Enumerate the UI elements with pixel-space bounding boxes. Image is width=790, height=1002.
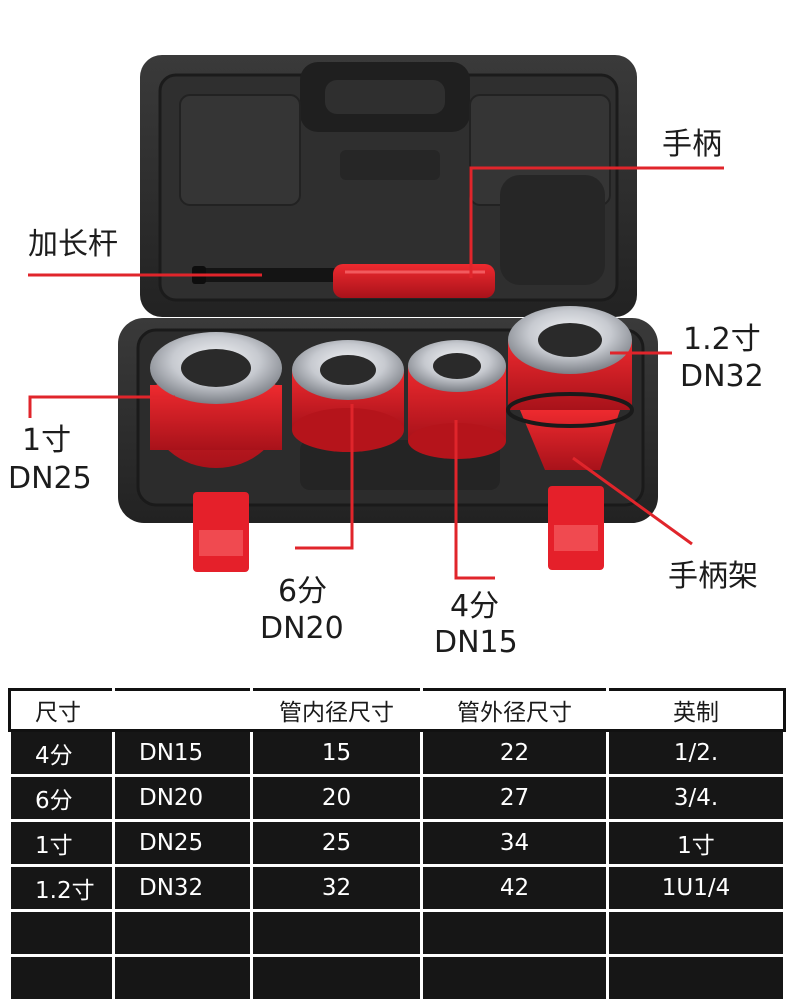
table-row: 1.2寸 DN32 32 42 1U1/4	[8, 864, 786, 912]
callout-dn20: DN20	[260, 611, 344, 646]
spec-table: 尺寸 管内径尺寸 管外径尺寸 英制 4分 DN15 15 22 1/2. 6分 …	[8, 688, 786, 1002]
cell-inner: 32	[250, 864, 423, 912]
cell-outer: 34	[420, 819, 609, 867]
table-header-row: 尺寸 管内径尺寸 管外径尺寸 英制	[8, 688, 786, 732]
header-imperial: 英制	[606, 688, 786, 732]
cell-imperial: 3/4.	[606, 774, 786, 822]
cell-outer	[420, 909, 609, 957]
table-row: 6分 DN20 20 27 3/4.	[8, 774, 786, 822]
cell-dn	[112, 954, 253, 1002]
cell-outer: 42	[420, 864, 609, 912]
cell-dn: DN15	[112, 729, 253, 777]
case-lid	[140, 55, 637, 317]
leader-lines	[28, 166, 724, 580]
cell-size: 1寸	[8, 819, 115, 867]
latch-right	[548, 486, 604, 570]
cell-outer: 27	[420, 774, 609, 822]
table-row	[8, 909, 786, 957]
cell-dn	[112, 909, 253, 957]
cell-inner	[250, 954, 423, 1002]
cell-dn: DN20	[112, 774, 253, 822]
handle-grip	[333, 264, 495, 298]
header-outer-diameter: 管外径尺寸	[420, 688, 609, 732]
cell-size	[8, 909, 115, 957]
callout-handle-rack: 手柄架	[668, 559, 758, 594]
callout-size-1-2cun: 1.2寸	[683, 322, 761, 357]
cell-size	[8, 954, 115, 1002]
cell-inner: 25	[250, 819, 423, 867]
cell-outer: 22	[420, 729, 609, 777]
callout-dn25: DN25	[8, 461, 92, 496]
header-inner-diameter: 管内径尺寸	[250, 688, 423, 732]
die-dn20	[292, 340, 404, 452]
cell-inner	[250, 909, 423, 957]
callout-dn32: DN32	[680, 359, 764, 394]
callout-size-1cun: 1寸	[22, 423, 72, 458]
cell-outer	[420, 954, 609, 1002]
cell-imperial	[606, 909, 786, 957]
callout-extension-rod: 加长杆	[28, 227, 118, 262]
cell-inner: 15	[250, 729, 423, 777]
cell-imperial: 1U1/4	[606, 864, 786, 912]
cell-inner: 20	[250, 774, 423, 822]
header-size: 尺寸	[8, 688, 115, 732]
product-photo	[28, 55, 724, 580]
cell-imperial: 1/2.	[606, 729, 786, 777]
table-row: 1寸 DN25 25 34 1寸	[8, 819, 786, 867]
latch-left	[193, 492, 249, 572]
table-row	[8, 954, 786, 1002]
callout-handle: 手柄	[662, 127, 722, 162]
header-dn	[112, 688, 253, 732]
cell-dn: DN32	[112, 864, 253, 912]
callout-size-4fen: 4分	[450, 589, 500, 624]
callout-size-6fen: 6分	[278, 574, 328, 609]
cell-size: 6分	[8, 774, 115, 822]
callout-dn15: DN15	[434, 625, 518, 660]
cell-size: 4分	[8, 729, 115, 777]
cell-dn: DN25	[112, 819, 253, 867]
cell-imperial: 1寸	[606, 819, 786, 867]
table-row: 4分 DN15 15 22 1/2.	[8, 729, 786, 777]
die-dn25	[150, 332, 282, 468]
cell-size: 1.2寸	[8, 864, 115, 912]
cell-imperial	[606, 954, 786, 1002]
